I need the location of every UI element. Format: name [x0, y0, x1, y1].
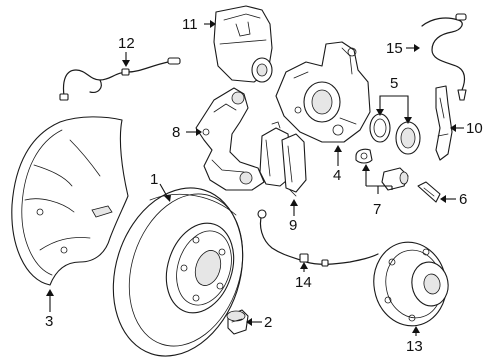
- part-caliper: [275, 41, 371, 143]
- part-hub-bearing: [373, 241, 449, 327]
- callouts: 1 2 3 4 5 6 7 8 9 10 11 12 13 14 15: [45, 16, 483, 355]
- callout-10: 10: [466, 120, 483, 137]
- leader-lines: [46, 20, 464, 336]
- callout-1: 1: [150, 171, 158, 188]
- part-seals: [369, 113, 421, 155]
- part-brake-shield: [11, 116, 129, 286]
- part-abs-sensor-lower: [257, 209, 379, 267]
- part-brake-pads: [259, 121, 307, 197]
- part-abs-sensor-upper: [421, 13, 467, 101]
- callout-4: 4: [333, 167, 341, 184]
- callout-6: 6: [459, 191, 467, 208]
- part-caliper-bracket: [195, 87, 265, 191]
- callout-7: 7: [373, 201, 381, 218]
- part-bleeder: [417, 181, 441, 203]
- callout-9: 9: [289, 217, 297, 234]
- part-brake-motor: [213, 5, 273, 83]
- callout-3: 3: [45, 313, 53, 330]
- callout-5: 5: [390, 75, 398, 92]
- callout-15: 15: [386, 40, 403, 57]
- callout-2: 2: [264, 314, 272, 331]
- part-bolt: [226, 309, 249, 335]
- callout-13: 13: [406, 338, 423, 355]
- part-guide-pin: [355, 148, 409, 191]
- callout-14: 14: [295, 274, 312, 291]
- part-clip: [435, 85, 453, 161]
- part-rotor: [112, 187, 244, 357]
- callout-12: 12: [118, 35, 135, 52]
- callout-11: 11: [182, 16, 198, 33]
- callout-8: 8: [172, 124, 180, 141]
- part-wear-sensor: [59, 57, 181, 101]
